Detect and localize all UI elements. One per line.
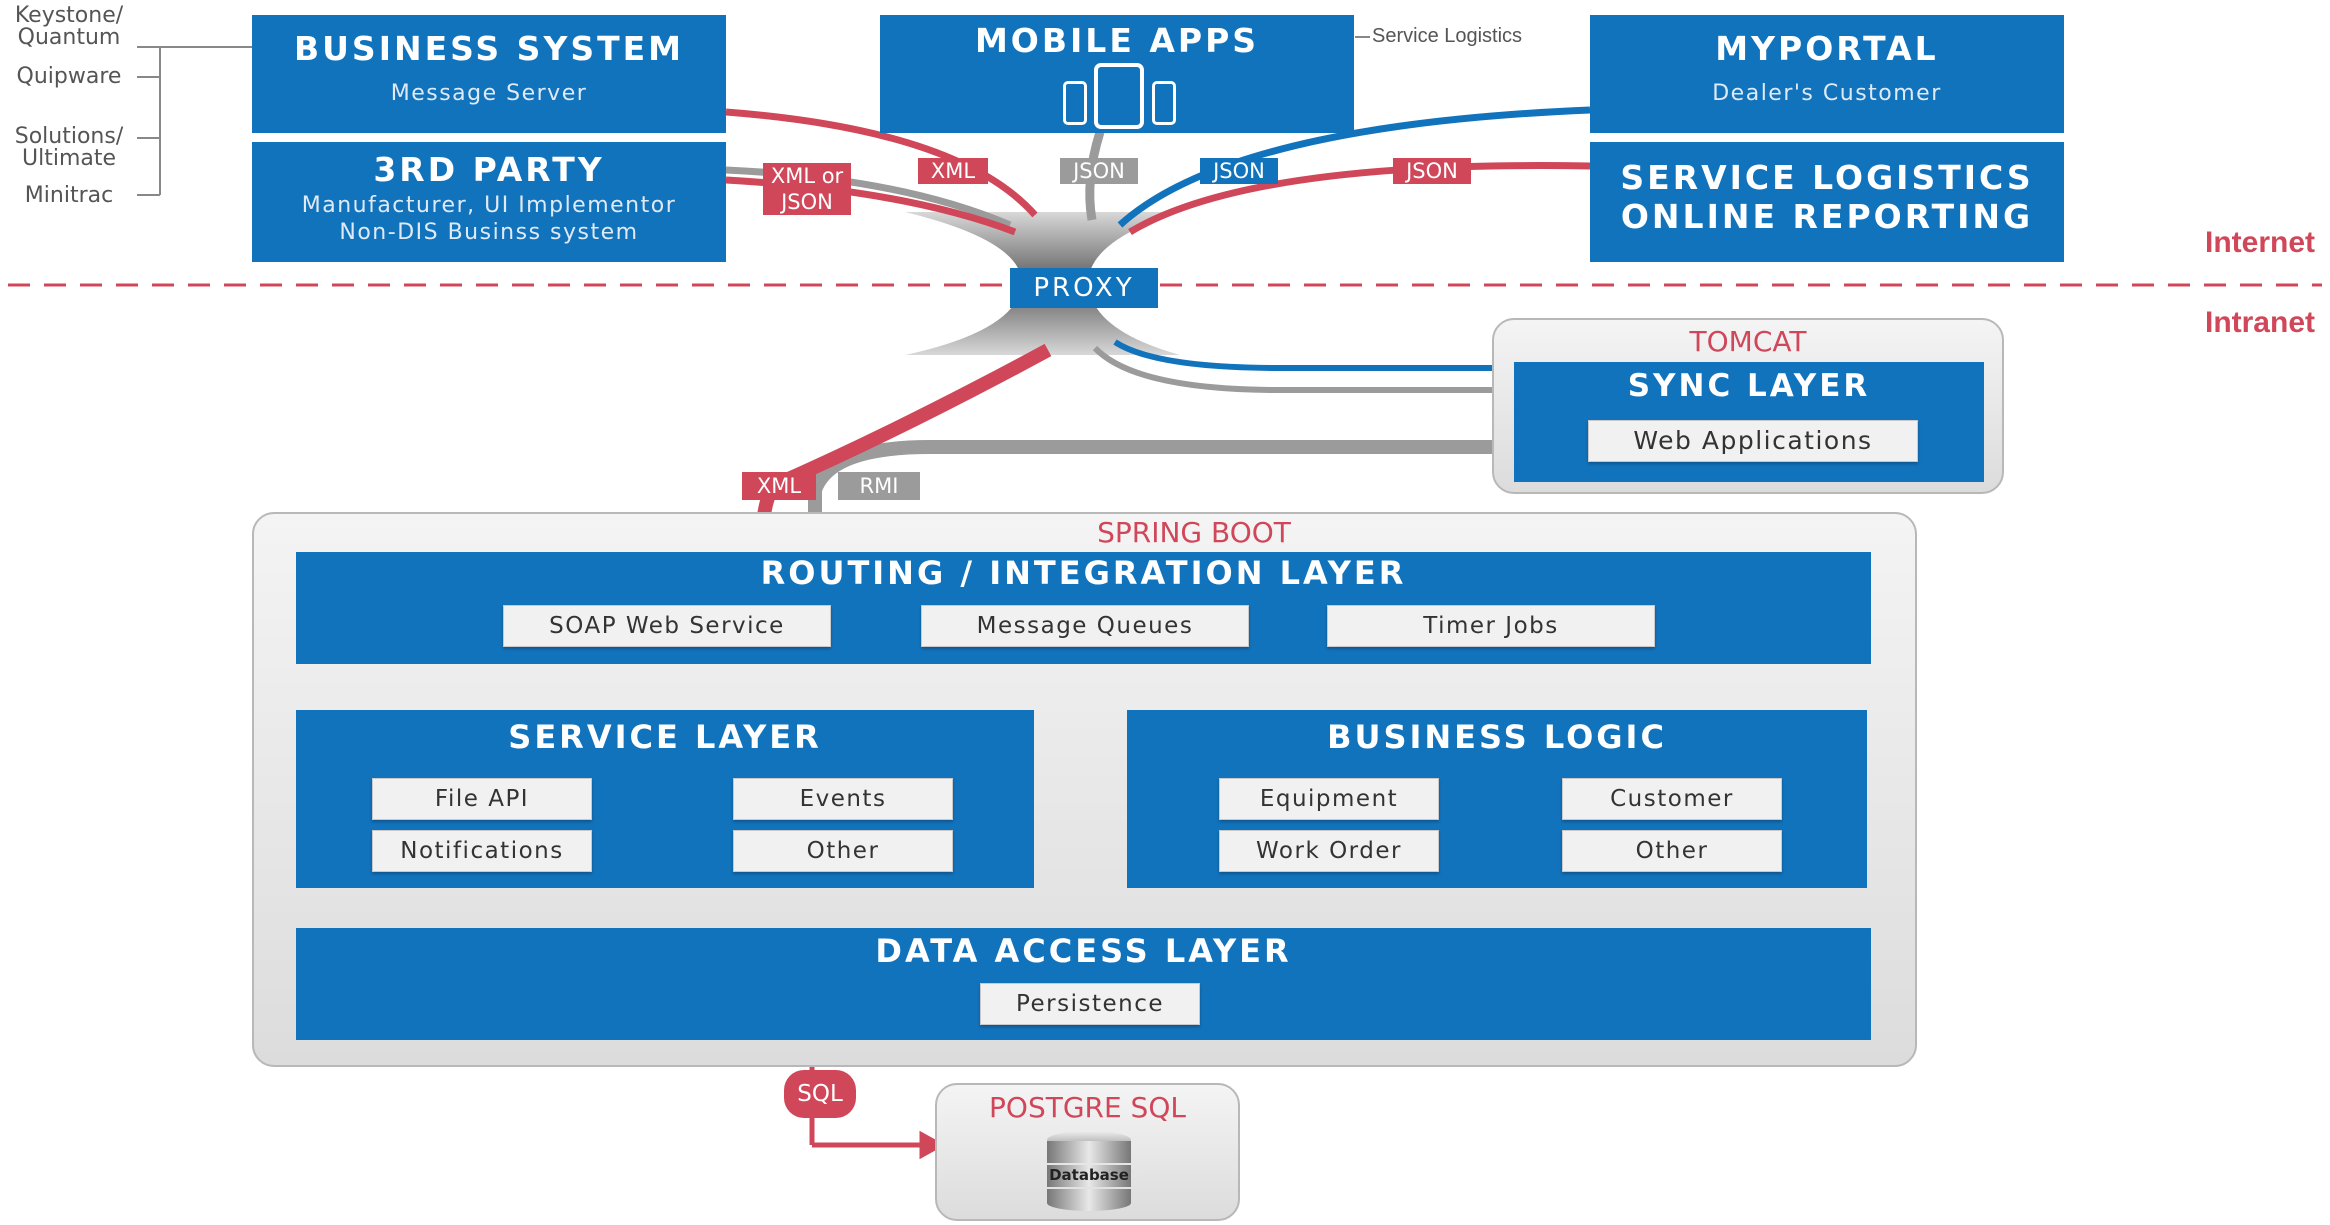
pill-soap-web-service: SOAP Web Service	[503, 605, 831, 647]
data-access-layer-box: DATA ACCESS LAYER Persistence	[296, 928, 1871, 1040]
tag-rmi: RMI	[838, 472, 920, 500]
label-quipware: Quipware	[16, 64, 122, 89]
line-tomcat-grey	[1092, 345, 1512, 393]
tag-sql: SQL	[784, 1070, 856, 1118]
label-keystone: Keystone/ Quantum	[14, 3, 124, 50]
phone-icon	[1152, 81, 1176, 125]
postgre-container: POSTGRE SQL Database	[935, 1083, 1240, 1221]
third-party-subtitle-2: Non-DIS Businss system	[339, 220, 639, 245]
service-layer-title: SERVICE LAYER	[508, 718, 822, 756]
business-system-subtitle: Message Server	[390, 81, 588, 106]
pill-events: Events	[733, 778, 953, 820]
pill-persistence: Persistence	[980, 983, 1200, 1025]
pill-customer: Customer	[1562, 778, 1782, 820]
tag-xml-or-json-line-1: XML or	[770, 164, 844, 188]
third-party-box: 3RD PARTY Manufacturer, UI Implementor N…	[252, 142, 726, 262]
third-party-subtitle-1: Manufacturer, UI Implementor	[301, 193, 677, 218]
tag-json-red: JSON	[1393, 158, 1471, 184]
myportal-subtitle: Dealer's Customer	[1712, 81, 1942, 106]
tag-json-blue: JSON	[1200, 158, 1278, 184]
pill-service-other: Other	[733, 830, 953, 872]
left-bracket	[137, 46, 252, 196]
data-access-layer-title: DATA ACCESS LAYER	[875, 932, 1292, 970]
phone-icon	[1063, 81, 1087, 125]
line-business-red	[725, 108, 1038, 218]
pill-business-other: Other	[1562, 830, 1782, 872]
service-logistics-reporting-box: SERVICE LOGISTICS ONLINE REPORTING	[1590, 142, 2064, 262]
mobile-apps-title: MOBILE APPS	[974, 21, 1260, 60]
mobile-apps-box: MOBILE APPS	[880, 15, 1354, 133]
pill-message-queues: Message Queues	[921, 605, 1249, 647]
pill-equipment: Equipment	[1219, 778, 1439, 820]
routing-layer-title: ROUTING / INTEGRATION LAYER	[760, 554, 1407, 592]
pill-web-applications: Web Applications	[1588, 420, 1918, 462]
pill-timer-jobs: Timer Jobs	[1327, 605, 1655, 647]
mobile-apps-note: Service Logistics	[1372, 25, 1523, 47]
business-logic-box: BUSINESS LOGIC Equipment Customer Work O…	[1127, 710, 1867, 888]
tomcat-label: TOMCAT	[1689, 325, 1807, 358]
postgre-label: POSTGRE SQL	[989, 1091, 1186, 1124]
business-logic-title: BUSINESS LOGIC	[1327, 718, 1667, 756]
line-myportal-blue	[1117, 106, 1591, 228]
database-label: Database	[1049, 1166, 1129, 1184]
line-sl-red	[1128, 162, 1591, 236]
service-logistics-title-2: ONLINE REPORTING	[1620, 197, 2034, 236]
tag-xml-bottom: XML	[742, 472, 816, 500]
third-party-title: 3RD PARTY	[373, 150, 605, 189]
line-xml-red	[755, 343, 1052, 549]
service-layer-box: SERVICE LAYER File API Events Notificati…	[296, 710, 1034, 888]
business-system-title: BUSINESS SYSTEM	[293, 29, 685, 68]
tag-xml-or-json-line-2: JSON	[781, 190, 833, 214]
database-icon: Database	[1047, 1131, 1131, 1215]
pill-work-order: Work Order	[1219, 830, 1439, 872]
spring-boot-label: SPRING BOOT	[1097, 516, 1291, 549]
myportal-box: MYPORTAL Dealer's Customer	[1590, 15, 2064, 133]
tag-json-grey: JSON	[1060, 158, 1138, 184]
myportal-title: MYPORTAL	[1715, 29, 1939, 68]
tomcat-container: TOMCAT SYNC LAYER Web Applications	[1492, 318, 2004, 494]
pill-notifications: Notifications	[372, 830, 592, 872]
label-minitrac: Minitrac	[24, 183, 114, 208]
zone-internet: Internet	[2204, 226, 2315, 259]
zone-intranet: Intranet	[2204, 306, 2315, 339]
tag-xml-top: XML	[918, 158, 988, 184]
proxy-box: PROXY	[1010, 268, 1158, 308]
tablet-icon	[1094, 63, 1144, 129]
pill-file-api: File API	[372, 778, 592, 820]
label-solutions: Solutions/ Ultimate	[14, 124, 124, 171]
line-tomcat-blue	[1113, 339, 1512, 371]
sync-layer-title: SYNC LAYER	[1627, 368, 1871, 404]
tag-xml-or-json: XML or JSON	[763, 163, 851, 215]
service-logistics-title-1: SERVICE LOGISTICS	[1620, 158, 2034, 197]
sync-layer-box: SYNC LAYER Web Applications	[1514, 362, 1984, 482]
business-system-box: BUSINESS SYSTEM Message Server	[252, 15, 726, 133]
routing-layer-box: ROUTING / INTEGRATION LAYER SOAP Web Ser…	[296, 552, 1871, 664]
